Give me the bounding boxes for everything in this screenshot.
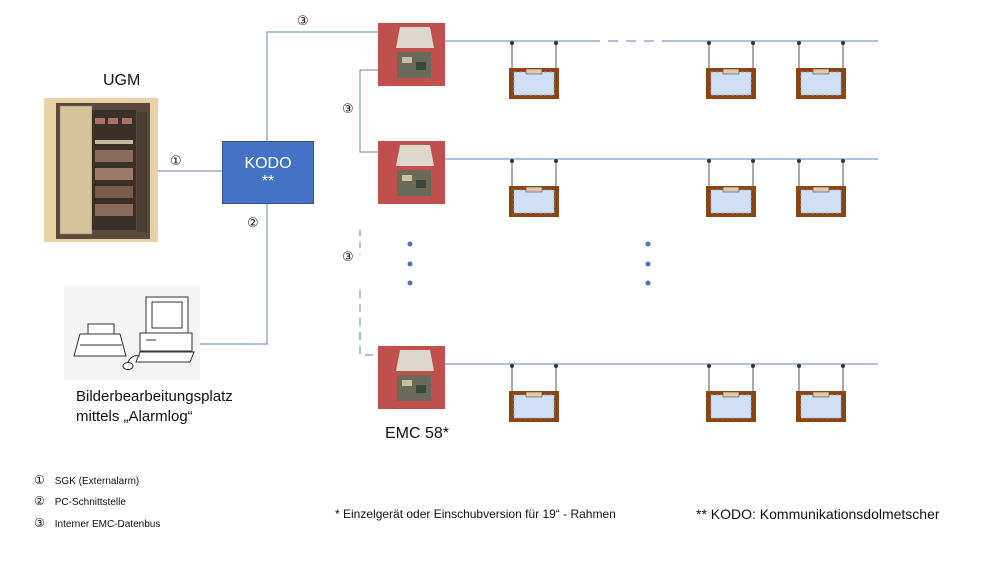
emc-panels xyxy=(378,23,445,409)
legend-item-3: ③ Interner EMC-Datenbus xyxy=(34,516,160,530)
detector-frame xyxy=(796,41,846,99)
emc-panel-2 xyxy=(378,141,445,204)
legend-num-2: ② xyxy=(34,494,45,508)
legend-text-2: PC-Schnittstelle xyxy=(54,497,126,508)
emc-panel-3 xyxy=(378,346,445,409)
legend-item-2: ② PC-Schnittstelle xyxy=(34,494,126,508)
kodo-label: KODO xyxy=(244,154,292,172)
workstation-label: Bilderbearbeitungsplatz mittels „Alarmlog… xyxy=(76,387,233,427)
detector-frame xyxy=(796,159,846,217)
workstation-label-line1: Bilderbearbeitungsplatz xyxy=(76,388,233,405)
line-bus-bottom xyxy=(359,290,378,356)
legend-text-1: SGK (Externalarm) xyxy=(54,476,140,487)
marker-2: ② xyxy=(247,216,259,231)
emc-label: EMC 58* xyxy=(385,425,450,442)
kodo-box: KODO ** xyxy=(222,141,314,204)
footnote-kodo: ** KODO: Kommunikationsdolmetscher xyxy=(696,506,940,522)
detector-frames xyxy=(509,41,846,422)
workstation-label-line2: mittels „Alarmlog“ xyxy=(76,408,193,425)
ugm-label: UGM xyxy=(103,72,141,89)
detector-frame xyxy=(509,41,559,99)
detector-frame xyxy=(796,364,846,422)
footnote-single-device: * Einzelgerät oder Einschubversion für 1… xyxy=(335,507,616,521)
marker-1: ① xyxy=(170,154,182,169)
detector-frame xyxy=(509,364,559,422)
marker-3-mid: ③ xyxy=(342,102,354,117)
marker-3-top: ③ xyxy=(297,14,309,29)
kodo-mark: ** xyxy=(261,172,275,190)
line-kodo-workstation xyxy=(193,202,268,345)
legend-num-3: ③ xyxy=(34,516,45,530)
ugm-cabinet-image xyxy=(44,98,158,242)
detector-frame xyxy=(706,364,756,422)
line-bus-mid xyxy=(359,70,378,153)
legend-item-1: ① SGK (Externalarm) xyxy=(34,473,139,487)
workstation-image xyxy=(64,286,200,380)
line-kodo-emc-top xyxy=(266,31,378,141)
marker-3-low: ③ xyxy=(342,250,354,265)
legend-text-3: Interner EMC-Datenbus xyxy=(54,519,161,530)
legend-num-1: ① xyxy=(34,473,45,487)
detector-frame xyxy=(706,159,756,217)
continuation-dots xyxy=(407,241,651,286)
detector-frame xyxy=(509,159,559,217)
detector-frame xyxy=(706,41,756,99)
emc-panel-1 xyxy=(378,23,445,86)
